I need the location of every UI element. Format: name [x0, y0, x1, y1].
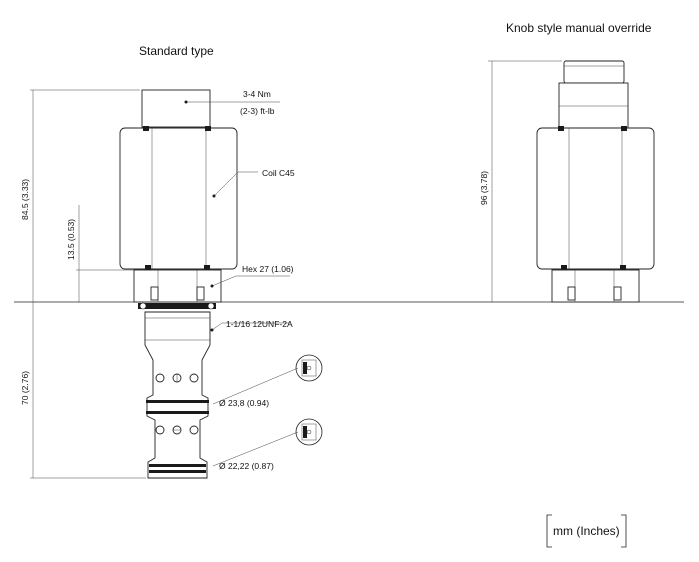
- knob-override-title: Knob style manual override: [506, 21, 652, 35]
- hex-nut: [133, 269, 222, 303]
- dimension-lines: [30, 60, 562, 479]
- knob-nut: [558, 82, 629, 129]
- dia2-label: Ø 22,22 (0.87): [219, 461, 274, 471]
- coil-body: [119, 127, 238, 270]
- dia1-label: Ø 23,8 (0.94): [219, 398, 269, 408]
- seal-detail-1: [295, 354, 323, 382]
- torque-nm-label: 3-4 Nm: [243, 89, 271, 99]
- units-label: mm (Inches): [553, 524, 620, 538]
- cavity-length-dim: 70 (2.76): [20, 371, 30, 405]
- knob-cap: [563, 60, 625, 84]
- torque-ftlb-label: (2-3) ft-lb: [240, 106, 275, 116]
- thread-label: 1-1/16 12UNF-2A: [226, 319, 293, 329]
- height-standard-dim: 84.5 (3.33): [20, 179, 30, 220]
- standard-type-title: Standard type: [139, 44, 214, 58]
- knob-hex-nut: [551, 269, 640, 303]
- hex-label: Hex 27 (1.06): [242, 264, 294, 274]
- coil-label: Coil C45: [262, 168, 295, 178]
- coil-nut: [141, 89, 211, 128]
- height-knob-dim: 96 (3.78): [479, 171, 489, 205]
- units-box: mm (Inches): [546, 514, 627, 548]
- knob-valve: [536, 60, 655, 303]
- standard-valve: [119, 89, 238, 479]
- seal-detail-2: [295, 418, 323, 446]
- cartridge-body: [144, 311, 211, 479]
- leader-lines: [184, 100, 299, 467]
- knob-coil-body: [536, 127, 655, 270]
- hex-height-dim: 13.5 (0.53): [66, 219, 76, 260]
